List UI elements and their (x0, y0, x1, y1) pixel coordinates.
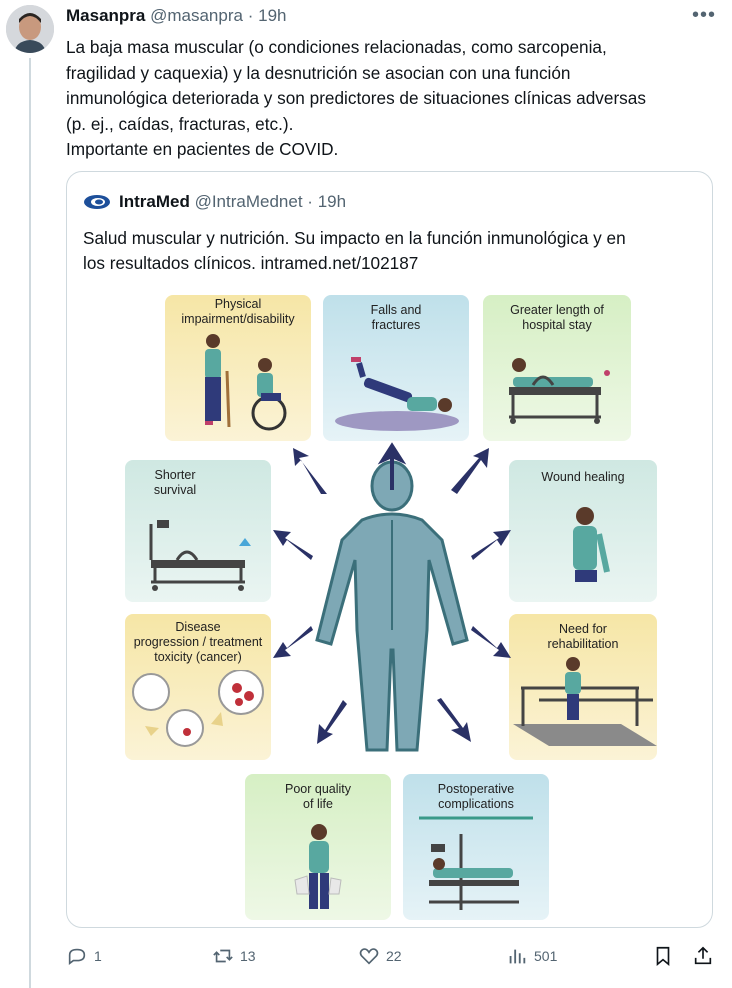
quote-author-name[interactable]: IntraMed (119, 192, 190, 211)
author-name[interactable]: Masanpra (66, 6, 146, 25)
quote-text-line: los resultados clínicos. intramed.net/10… (83, 253, 419, 273)
separator-dot: · (247, 6, 254, 25)
person-with-wheelchair-icon (205, 334, 287, 431)
views-count: 501 (534, 948, 558, 964)
panel-title-line: survival (153, 483, 197, 497)
arrow-up-icon (377, 442, 407, 490)
like-button[interactable]: 22 (358, 945, 402, 967)
thread-line (29, 58, 31, 988)
bookmark-icon (656, 946, 670, 967)
empty-bed-icon (149, 520, 251, 591)
like-count: 22 (386, 948, 402, 964)
parallel-bars-icon (513, 657, 657, 746)
tweet-text-line: Importante en pacientes de COVID. (66, 139, 339, 159)
panel-hospital-stay: Greater length of hospital stay (483, 295, 631, 441)
panel-falls-fractures: Falls and fractures (323, 295, 469, 441)
tweet-time[interactable]: 19h (258, 6, 287, 25)
panel-title-line: Poor quality (284, 782, 351, 796)
panel-title-line: Shorter (154, 468, 196, 482)
panel-physical-impairment: Physical impairment/disability (165, 295, 311, 441)
wound-person-icon (573, 507, 610, 582)
share-icon (694, 946, 712, 965)
panel-disease-progression: Disease progression / treatment toxicity… (125, 614, 271, 760)
tweet-header: Masanpra @masanpra · 19h (66, 6, 286, 26)
tweet-text-line: fragilidad y caquexia) y la desnutrición… (66, 62, 571, 83)
more-horizontal-icon[interactable]: ••• (692, 4, 717, 26)
bookmark-button[interactable] (652, 945, 674, 967)
arrow-left-icon (273, 530, 313, 560)
panel-rehabilitation: Need for rehabilitation (509, 614, 657, 760)
quote-author-handle[interactable]: @IntraMednet (194, 192, 303, 211)
arrow-down-right-2-icon (437, 698, 471, 742)
hospital-bed-icon (509, 358, 610, 424)
panel-title-line: Need for (559, 622, 607, 636)
reply-count: 1 (94, 948, 102, 964)
tweet-text: La baja masa muscular (o condiciones rel… (66, 35, 716, 163)
arrow-up-right-icon (451, 448, 489, 494)
panel-title-line: rehabilitation (547, 637, 619, 651)
like-icon (359, 948, 379, 965)
quoted-tweet[interactable]: IntraMed @IntraMednet · 19h Salud muscul… (66, 171, 713, 928)
human-body-icon (315, 460, 469, 752)
arrow-down-left-icon (273, 626, 313, 658)
panel-title-line: impairment/disability (181, 312, 295, 326)
retweet-icon (213, 949, 233, 963)
arrow-right-icon (471, 530, 511, 560)
impact-arrows (273, 442, 511, 744)
panel-title-line: Postoperative (437, 782, 515, 796)
panel-title-line: Wound healing (541, 470, 625, 484)
panel-title-line: hospital stay (522, 318, 592, 332)
tweet-text-line: La baja masa muscular (o condiciones rel… (66, 37, 607, 57)
quote-header: IntraMed @IntraMednet · 19h (85, 192, 346, 212)
panel-wound-healing: Wound healing (509, 460, 657, 602)
avatar[interactable] (6, 5, 54, 53)
panel-title-line: Greater length of (510, 303, 604, 317)
arrow-up-left-icon (293, 448, 327, 494)
retweet-count: 13 (240, 948, 256, 964)
views-button[interactable]: 501 (506, 945, 557, 967)
reply-button[interactable]: 1 (66, 945, 102, 967)
separator-dot: · (307, 192, 313, 211)
quote-text: Salud muscular y nutrición. Su impacto e… (83, 226, 703, 276)
panel-title-line: complications (438, 797, 514, 811)
panel-title-line: toxicity (cancer) (154, 650, 242, 664)
retweet-button[interactable]: 13 (212, 945, 256, 967)
panel-title-line: of life (303, 797, 333, 811)
person-with-bags-icon (294, 824, 342, 909)
author-handle[interactable]: @masanpra (150, 6, 243, 25)
arrow-down-right-icon (471, 626, 511, 658)
surgery-bed-icon (419, 816, 533, 910)
panel-postoperative: Postoperative complications (403, 774, 549, 920)
arrow-down-left-2-icon (317, 700, 347, 744)
panel-title-line: Falls and (370, 303, 422, 317)
views-icon (509, 949, 526, 964)
panel-title-line: progression / treatment (133, 635, 263, 649)
quote-time: 19h (317, 192, 347, 211)
panel-title-line: fractures (371, 318, 421, 332)
infographic-image[interactable]: Physical impairment/disability Falls and… (107, 280, 687, 920)
tweet-text-line: (p. ej., caídas, fracturas, etc.). (66, 113, 294, 134)
tweet-text-line: inmunológica deteriorada y son predictor… (66, 88, 646, 108)
panel-title-line: Physical (214, 297, 262, 311)
reply-icon (68, 948, 86, 965)
intramed-logo-icon (84, 195, 110, 209)
cancer-cells-icon (132, 670, 264, 747)
quote-text-line: Salud muscular y nutrición. Su impacto e… (83, 228, 626, 248)
panel-shorter-survival: Shorter survival (125, 460, 271, 602)
share-button[interactable] (692, 945, 714, 967)
action-bar: 1 13 22 501 (0, 945, 732, 973)
panel-quality-of-life: Poor quality of life (245, 774, 391, 920)
panel-title-line: Disease (175, 620, 221, 634)
falling-person-icon (335, 357, 459, 431)
